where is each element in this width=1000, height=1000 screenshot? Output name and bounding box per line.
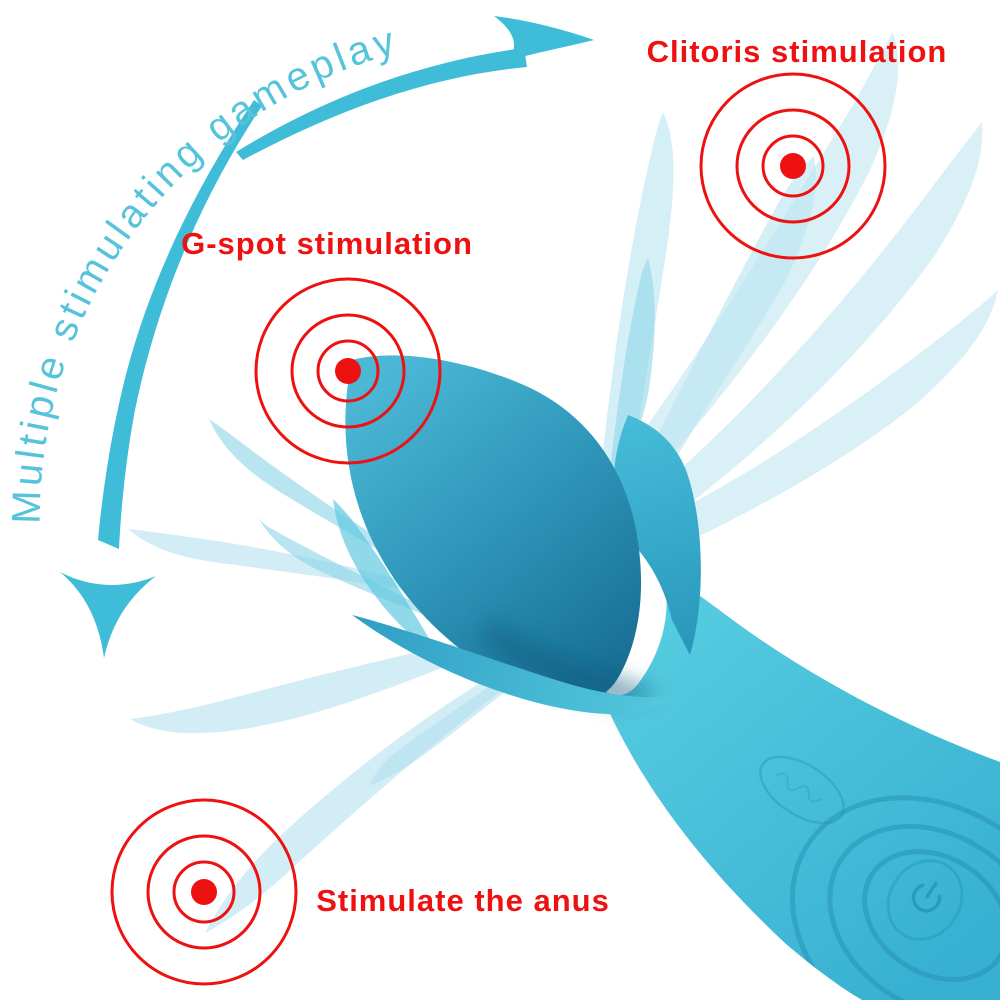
product-right-petal <box>614 415 701 655</box>
product-bud <box>345 355 642 702</box>
target-rings-clitoris <box>699 72 887 260</box>
target-rings-gspot <box>254 277 442 465</box>
target-rings-anus <box>110 798 298 986</box>
annotation-anus: Stimulate the anus <box>316 883 610 918</box>
curved-arrow-right-icon <box>236 16 594 160</box>
product-junction-shadow <box>480 620 660 706</box>
ghost-petals-fan <box>128 32 998 933</box>
annotation-clitoris: Clitoris stimulation <box>646 34 948 69</box>
product-handle <box>597 572 1000 1000</box>
curved-arrow-down-icon <box>60 100 262 658</box>
product-front-petal <box>352 615 672 715</box>
power-button-emboss <box>886 859 964 941</box>
vibrator-product <box>345 355 1000 1000</box>
page-title: Multiple stimulating gameplay <box>4 18 403 524</box>
stimulation-targets <box>110 72 887 986</box>
power-icon <box>911 881 942 913</box>
gesture-arrows <box>60 16 594 658</box>
annotation-gspot: G-spot stimulation <box>181 226 473 261</box>
